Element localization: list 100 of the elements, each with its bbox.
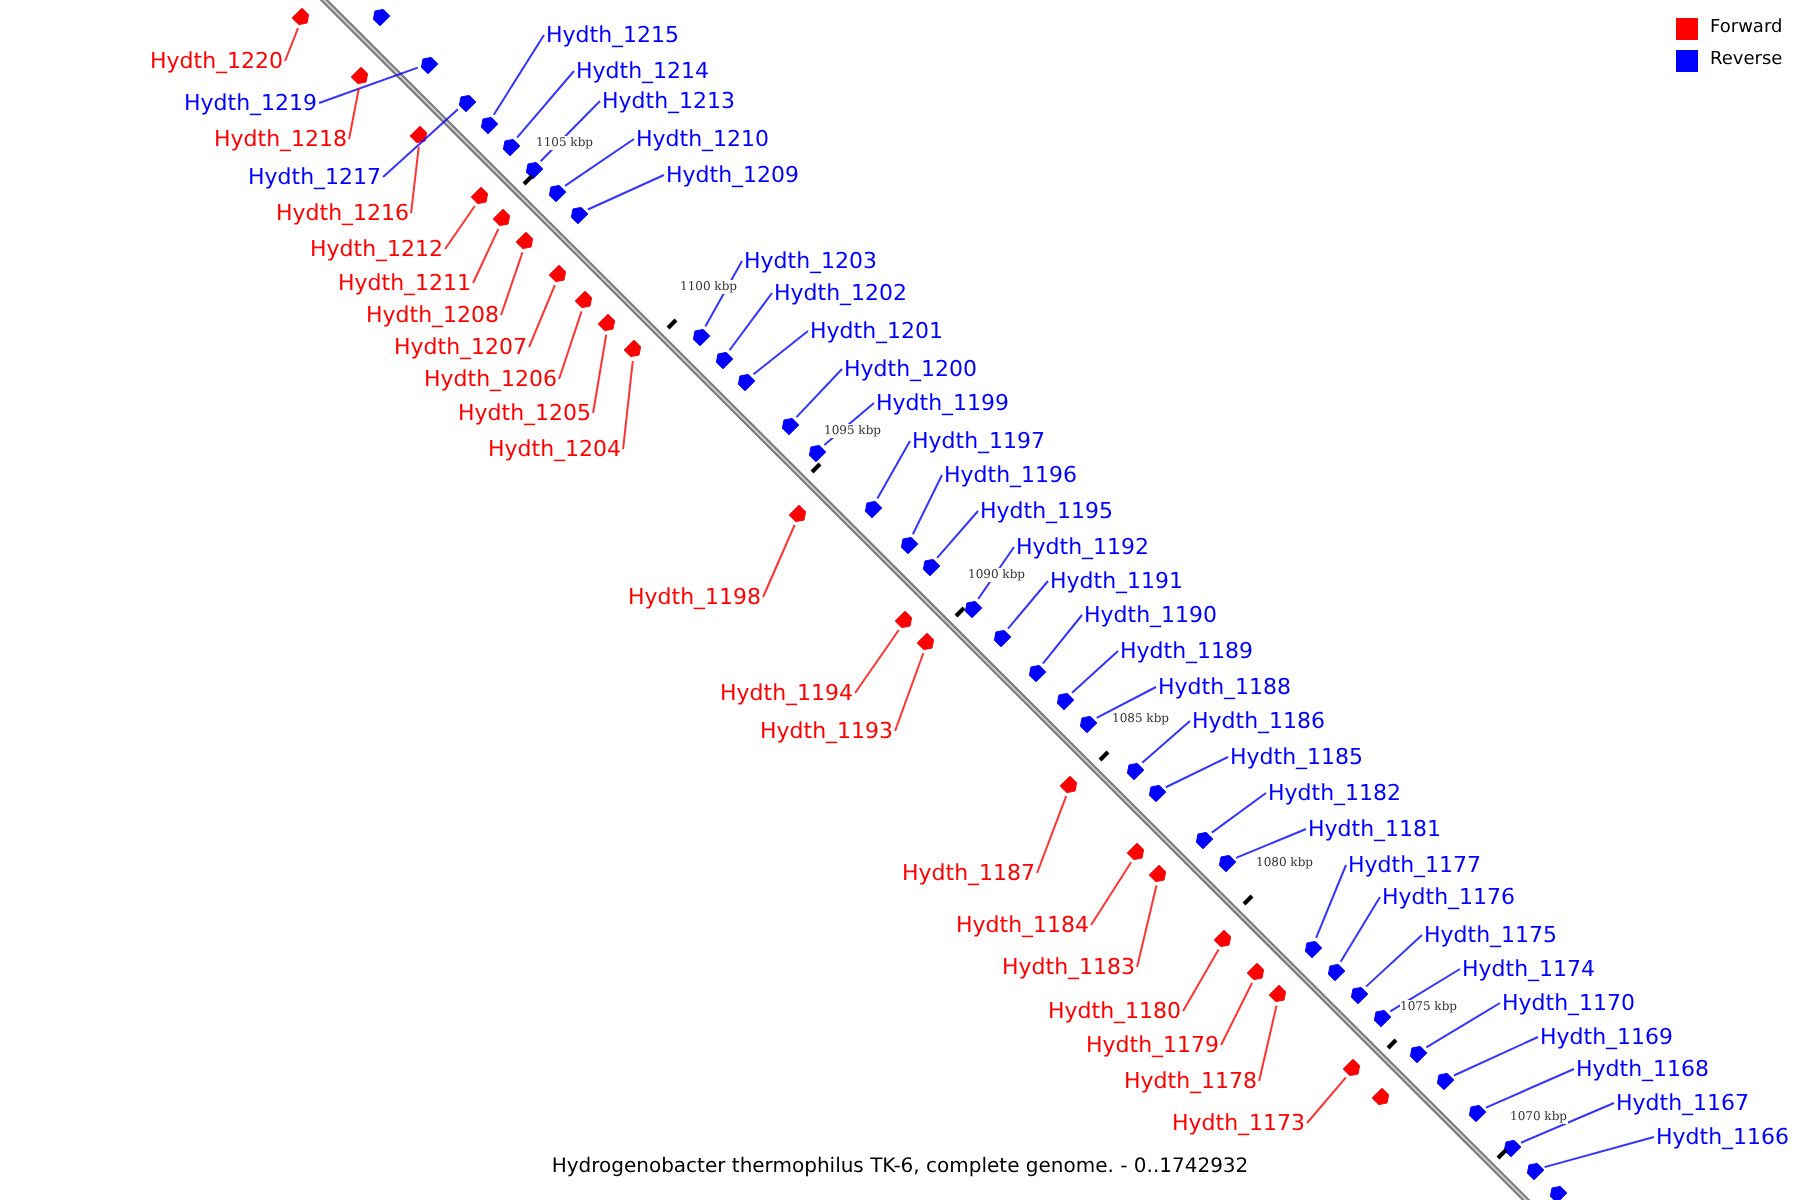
leader-line [936, 510, 979, 559]
leader-line [1210, 792, 1267, 834]
gene-block [1327, 963, 1346, 982]
gene-block [781, 417, 800, 436]
leader-line [1036, 795, 1068, 874]
gene-block [864, 500, 883, 519]
leader-line [1007, 580, 1049, 630]
leader-line [1235, 828, 1307, 859]
gene-label: Hydth_1168 [1576, 1056, 1710, 1082]
gene-block [808, 444, 827, 463]
gene-block [515, 231, 534, 250]
gene-label: Hydth_1181 [1308, 816, 1442, 842]
gene-label: Hydth_1177 [1348, 852, 1482, 878]
gene-block [502, 138, 521, 157]
gene-block [1371, 1087, 1390, 1106]
leader-line [1071, 650, 1119, 694]
gene-label: Hydth_1198 [628, 584, 762, 610]
leader-line [1365, 934, 1423, 988]
gene-label: Hydth_1184 [956, 912, 1090, 938]
legend-label: Reverse [1710, 48, 1783, 74]
gene-block [1126, 762, 1145, 781]
gene-block [420, 56, 439, 75]
gene-block [548, 264, 567, 283]
leader-line [1136, 884, 1158, 968]
gene-label: Hydth_1209 [666, 162, 800, 188]
gene-label: Hydth_1185 [1230, 744, 1364, 770]
leader-line [876, 440, 911, 500]
gene-label: Hydth_1200 [844, 356, 978, 382]
leader-line [382, 108, 459, 178]
gene-label: Hydth_1169 [1540, 1024, 1674, 1050]
leader-line [1182, 948, 1220, 1012]
leader-line [1095, 686, 1157, 719]
leader-line [528, 284, 556, 348]
leader-line [1164, 756, 1229, 789]
leader-line [1258, 1004, 1278, 1082]
leader-line [728, 292, 773, 352]
gene-block [1028, 664, 1047, 683]
gene-block [1218, 854, 1237, 873]
gene-block [1148, 784, 1167, 803]
legend-label: Forward [1710, 16, 1783, 42]
leader-line [854, 628, 900, 694]
leader-line [1389, 968, 1461, 1013]
gene-label: Hydth_1179 [1086, 1032, 1220, 1058]
leader-line [1339, 896, 1381, 963]
gene-block [1350, 986, 1369, 1005]
gene-label: Hydth_1166 [1656, 1124, 1790, 1150]
gene-block [574, 290, 593, 309]
gene-block [1059, 775, 1078, 794]
gene-block [548, 184, 567, 203]
leader-line [516, 70, 575, 139]
gene-block [623, 339, 642, 358]
gene-block [409, 125, 428, 144]
leader-line [1041, 614, 1083, 665]
gene-label: Hydth_1176 [1382, 884, 1516, 910]
gene-label: Hydth_1202 [774, 280, 908, 306]
leader-line [622, 359, 634, 450]
gene-block [1126, 842, 1145, 861]
gene-label: Hydth_1196 [944, 462, 1078, 488]
gene-label: Hydth_1193 [760, 718, 894, 744]
gene-label: Hydth_1220 [150, 48, 284, 74]
gene-block [1148, 864, 1167, 883]
gene-block [492, 208, 511, 227]
gene-block [1195, 831, 1214, 850]
gene-block [470, 186, 489, 205]
gene-label: Hydth_1216 [276, 200, 410, 226]
gene-block [480, 116, 499, 135]
gene-label: Hydth_1208 [366, 302, 500, 328]
leader-line [500, 251, 524, 316]
gene-block [1373, 1009, 1392, 1028]
gene-label: Hydth_1183 [1002, 954, 1136, 980]
gene-block [916, 632, 935, 651]
gene-label: Hydth_1212 [310, 236, 444, 262]
leader-line [586, 174, 665, 211]
gene-block [1503, 1139, 1522, 1158]
gene-label: Hydth_1204 [488, 436, 622, 462]
gene-label: Hydth_1211 [338, 270, 472, 296]
leader-line [1090, 861, 1133, 926]
gene-block [1468, 1104, 1487, 1123]
leader-line [1520, 1102, 1615, 1144]
gene-label: Hydth_1213 [602, 88, 736, 114]
gene-block [1213, 929, 1232, 948]
gene-block [1268, 984, 1287, 1003]
leader-line [558, 310, 583, 380]
leader-line [1306, 1076, 1347, 1124]
leader-line [1315, 864, 1347, 939]
gene-label: Hydth_1182 [1268, 780, 1402, 806]
gene-block [458, 94, 477, 113]
gene-label: Hydth_1170 [1502, 990, 1636, 1016]
leader-line [1452, 1036, 1539, 1077]
gene-label: Hydth_1205 [458, 400, 592, 426]
gene-label: Hydth_1218 [214, 126, 348, 152]
leader-line [348, 86, 360, 140]
gene-label: Hydth_1199 [876, 390, 1010, 416]
leader-line [894, 652, 925, 732]
leader-line [1425, 1002, 1501, 1049]
leader-line [410, 145, 420, 214]
gene-block [597, 313, 616, 332]
gene-block [570, 206, 589, 225]
gene-block [1436, 1072, 1455, 1091]
leader-line [564, 138, 635, 187]
